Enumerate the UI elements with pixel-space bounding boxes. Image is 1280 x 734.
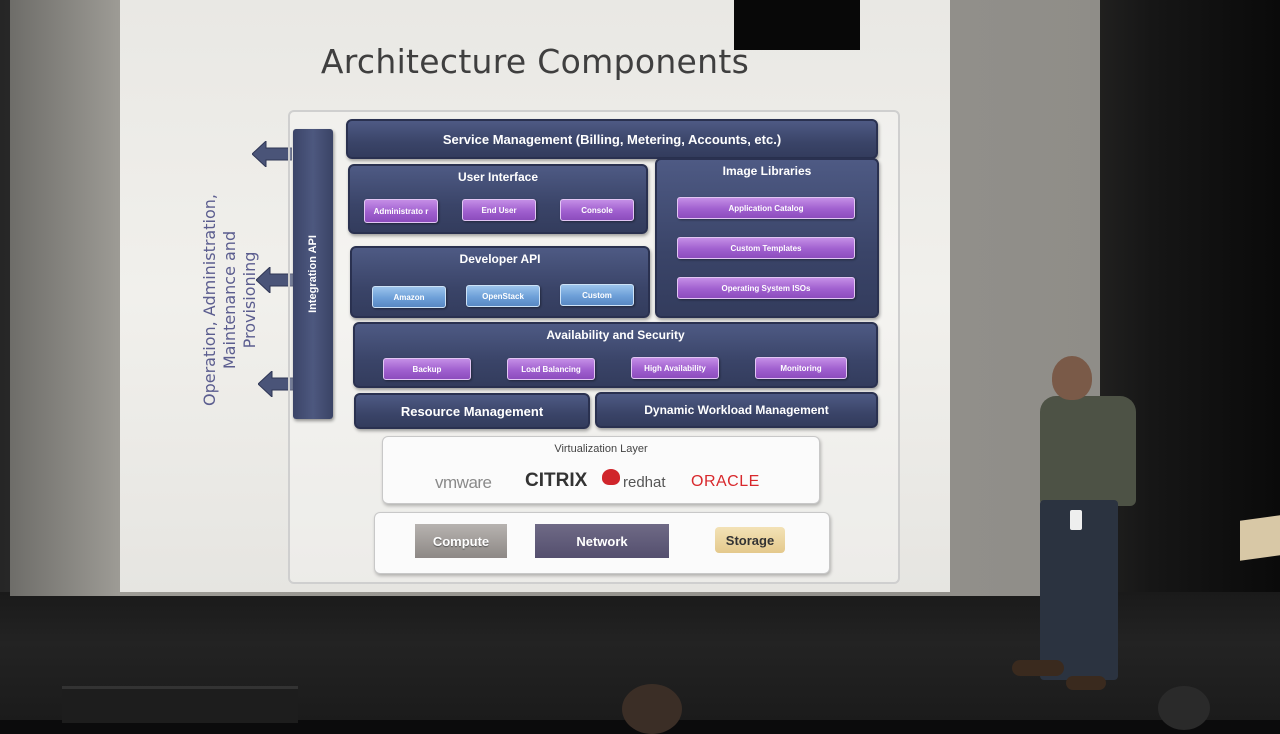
avail-item-backup: Backup [383, 358, 471, 380]
citrix-logo: CITRIX [525, 470, 588, 491]
storage-label: Storage [725, 532, 775, 548]
network-label: Network [576, 533, 628, 549]
left-arrow-icon [256, 267, 296, 293]
redhat-logo: redhat [623, 474, 666, 491]
virtualization-layer-box: Virtualization Layer vmware CITRIX redha… [382, 436, 820, 504]
api-item-openstack: OpenStack [466, 285, 540, 307]
left-arrow-icon [258, 371, 298, 397]
dynamic-workload-bar: Dynamic Workload Management [595, 392, 878, 428]
api-item-amazon: Amazon [372, 286, 446, 308]
compute-label: Compute [432, 533, 490, 549]
availability-security-panel: Availability and Security Backup Load Ba… [353, 322, 878, 388]
integration-api-label: Integration API [307, 235, 319, 313]
screen-obstruction [734, 0, 860, 50]
user-interface-panel: User Interface Administrato r End User C… [348, 164, 648, 234]
ui-item-end-user: End User [462, 199, 536, 221]
hardware-layer-box: Compute Network Storage [374, 512, 830, 574]
dynamic-workload-label: Dynamic Workload Management [644, 403, 829, 417]
presenter-head [1052, 356, 1092, 400]
audience-head [622, 684, 682, 734]
library-item-application-catalog: Application Catalog [677, 197, 855, 219]
ui-item-administrator: Administrato r [364, 199, 438, 223]
redhat-hat-icon [602, 469, 620, 485]
avail-item-load-balancing: Load Balancing [507, 358, 595, 380]
slide-title: Architecture Components [320, 42, 750, 81]
image-libraries-panel: Image Libraries Application Catalog Cust… [655, 158, 879, 318]
network-tile: Network [535, 524, 669, 558]
left-arrow-icon [252, 141, 292, 167]
resource-management-label: Resource Management [400, 403, 544, 419]
ui-item-console: Console [560, 199, 634, 221]
library-item-os-isos: Operating System ISOs [677, 277, 855, 299]
avail-item-high-availability: High Availability [631, 357, 719, 379]
presenter-shoe [1012, 660, 1064, 676]
side-label: Operation, Administration, Maintenance a… [200, 194, 259, 406]
presenter-torso [1040, 396, 1136, 506]
lectern [62, 686, 298, 723]
integration-api-bar: Integration API [293, 129, 333, 419]
service-management-label: Service Management (Billing, Metering, A… [442, 131, 782, 147]
availability-security-title: Availability and Security [546, 328, 685, 342]
presenter-shoe [1066, 676, 1106, 690]
virtualization-layer-title: Virtualization Layer [554, 443, 648, 455]
developer-api-panel: Developer API Amazon OpenStack Custom [350, 246, 650, 318]
resource-management-bar: Resource Management [354, 393, 590, 429]
api-item-custom: Custom [560, 284, 634, 306]
avail-item-monitoring: Monitoring [755, 357, 847, 379]
audience-head [1158, 686, 1210, 730]
presenter-badge [1070, 510, 1082, 530]
image-libraries-title: Image Libraries [722, 164, 812, 178]
oracle-logo: ORACLE [691, 473, 760, 490]
table-edge [1240, 515, 1280, 561]
library-item-custom-templates: Custom Templates [677, 237, 855, 259]
presenter-legs [1040, 500, 1118, 680]
service-management-bar: Service Management (Billing, Metering, A… [346, 119, 878, 159]
compute-tile: Compute [415, 524, 507, 558]
developer-api-title: Developer API [459, 252, 541, 266]
storage-tile: Storage [715, 527, 785, 553]
user-interface-title: User Interface [457, 170, 539, 184]
vmware-logo: vmware [435, 473, 492, 492]
